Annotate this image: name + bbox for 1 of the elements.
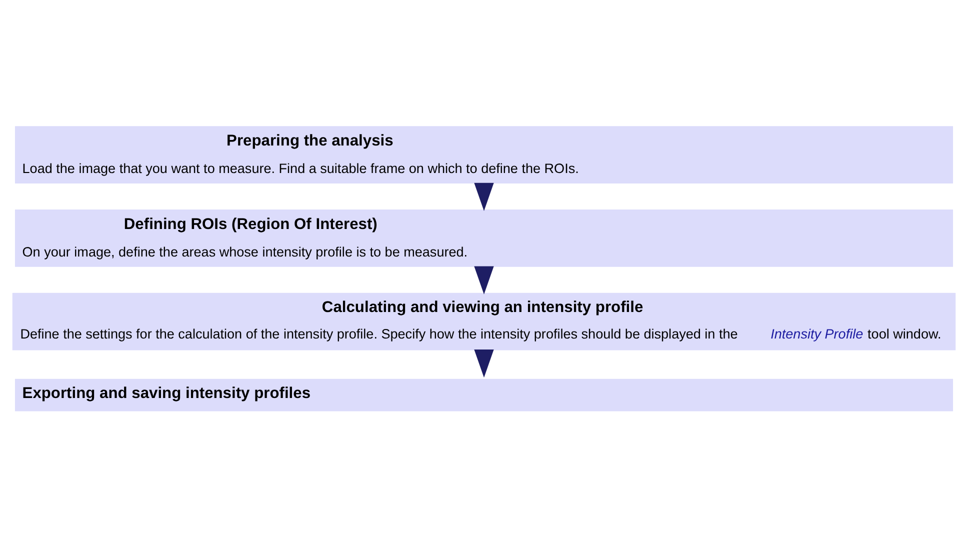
node-box: Exporting and saving intensity profiles — [14, 378, 954, 412]
